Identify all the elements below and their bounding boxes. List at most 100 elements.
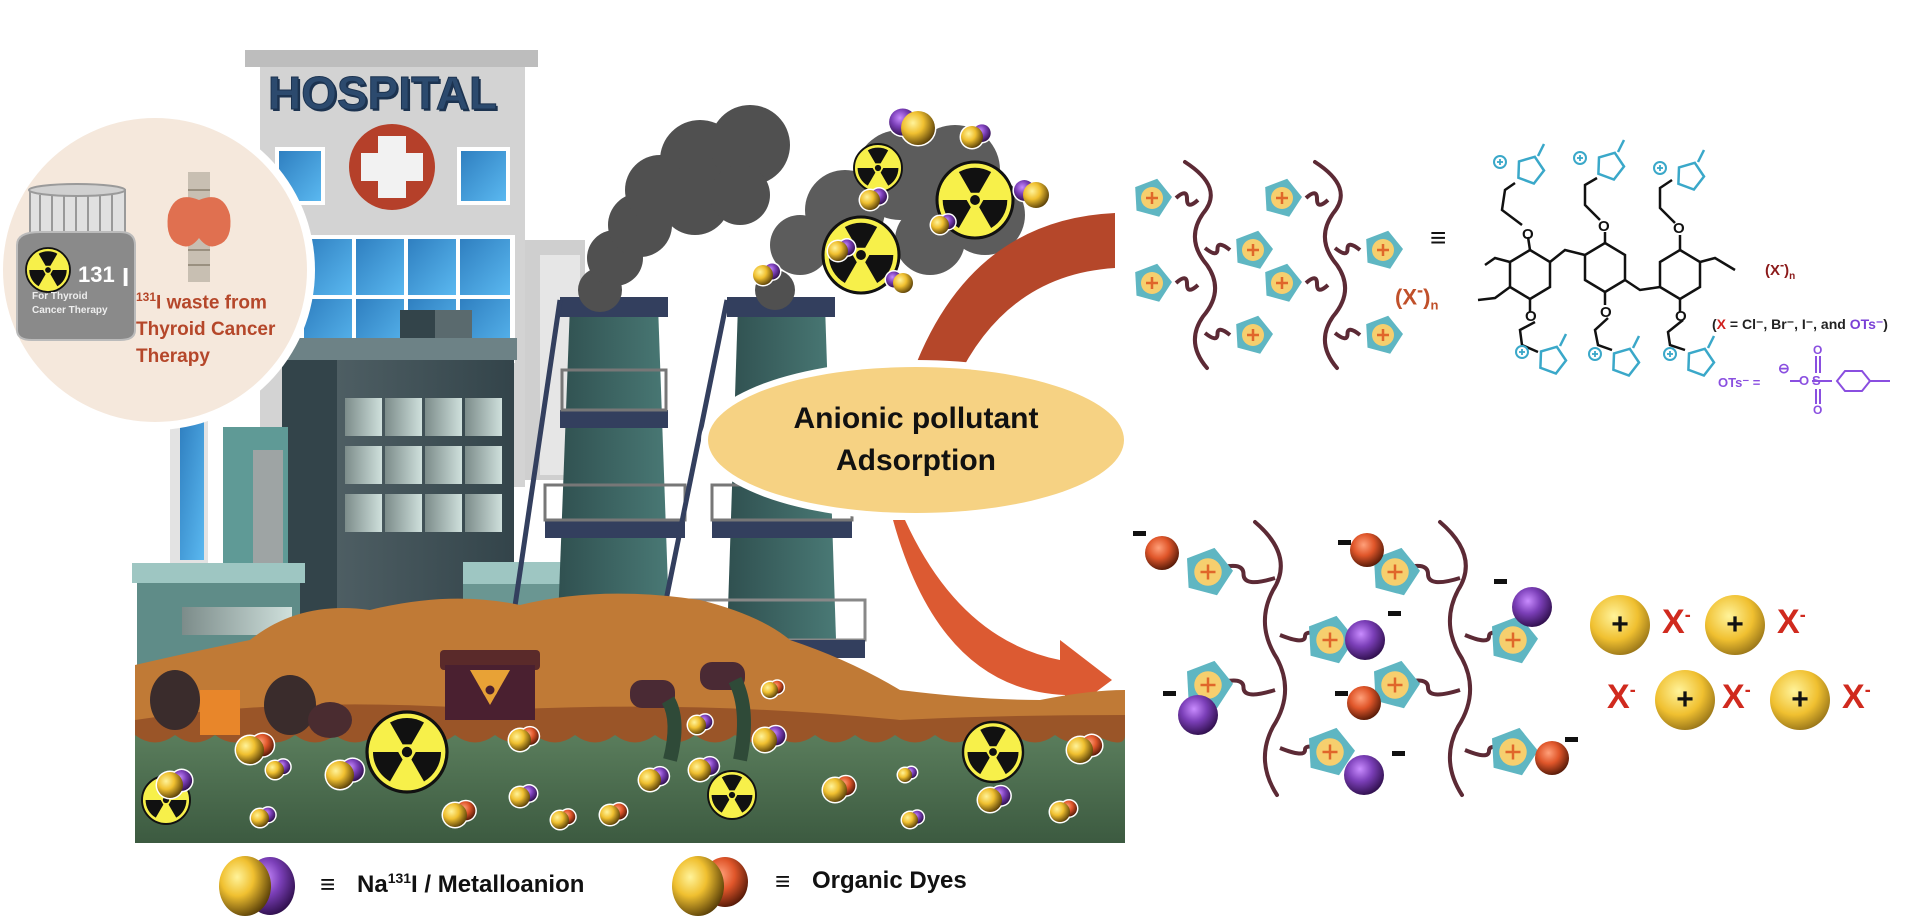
counterion-definition: (X = Cl⁻, Br⁻, I⁻, and OTs⁻) xyxy=(1712,316,1888,333)
tosylate-oxygen: O xyxy=(1799,373,1810,388)
polymer-side-chain xyxy=(1304,191,1330,207)
polymer-side-chain xyxy=(1174,276,1200,292)
radiation-icon xyxy=(961,720,1025,784)
counter-anion-label: X- xyxy=(1662,603,1691,641)
positive-charge-icon xyxy=(1588,347,1602,361)
tosylate-oxygen-bottom: O xyxy=(1813,403,1823,417)
imidazolium-cation-icon xyxy=(1309,727,1355,776)
legend-prefix: Na xyxy=(357,871,388,898)
tosylate-minus: ⊖ xyxy=(1778,360,1790,376)
radiation-symbols xyxy=(141,710,1025,825)
negative-charge-icon xyxy=(1392,751,1405,756)
polymer-backbone xyxy=(1313,160,1347,370)
ether-oxygen: O xyxy=(1675,308,1687,325)
legend-swatch-iodide xyxy=(219,856,295,916)
benzene-ring xyxy=(1583,241,1627,294)
imidazolium-cation-icon xyxy=(1236,230,1273,269)
imidazolium-cation-icon xyxy=(1374,660,1420,709)
dye-particle xyxy=(234,732,276,766)
imidazolium-cation-icon xyxy=(1366,230,1403,269)
pollutant-particles xyxy=(751,106,1051,295)
thyroid-gland-icon xyxy=(167,172,231,282)
iodide-particle xyxy=(900,809,926,830)
iodide-particle xyxy=(826,238,857,263)
legend-label-dyes: Organic Dyes xyxy=(812,867,967,894)
ether-oxygen: O xyxy=(1600,304,1612,321)
counterion-sup: - xyxy=(1780,258,1785,272)
iodide-particle xyxy=(249,806,277,829)
discharge-pipes xyxy=(630,662,751,762)
metalloanion xyxy=(1344,755,1384,795)
legend-suffix: I / Metalloanion xyxy=(411,871,585,898)
dye-anion xyxy=(1535,741,1569,775)
note-close: ) xyxy=(1883,316,1888,332)
imidazolium-cation-icon xyxy=(1374,547,1420,596)
benzene-ring xyxy=(1508,248,1552,301)
ether-oxygen: O xyxy=(1525,308,1537,325)
legend-equiv-2: ≡ xyxy=(775,866,791,896)
inset-caption: 131I waste from Thyroid Cancer Therapy xyxy=(136,284,275,370)
process-label-line2: Adsorption xyxy=(836,444,996,477)
iodide-particle xyxy=(858,187,889,212)
polymer-side-chain xyxy=(1203,327,1232,341)
dye-particle xyxy=(1048,799,1079,824)
cation-sphere: + xyxy=(1590,595,1650,655)
dye-particle xyxy=(1065,733,1104,765)
tosylate-sulfur: S xyxy=(1812,373,1821,388)
dye-particle xyxy=(598,802,629,827)
arrow-head xyxy=(893,520,1112,715)
imidazolium-groups xyxy=(1493,139,1716,377)
counter-anion-label: X- xyxy=(1607,678,1636,716)
process-arrow xyxy=(893,213,1115,715)
garbage-bag xyxy=(150,670,200,730)
iodide-particle xyxy=(687,755,721,783)
cation-sphere: + xyxy=(1770,670,1830,730)
note-x: X xyxy=(1716,316,1727,332)
metalloanion xyxy=(1512,587,1552,627)
imidazolium-cation-icon xyxy=(1135,178,1172,217)
imidazolium-ring xyxy=(1493,143,1546,185)
negative-charge-icon xyxy=(1388,611,1401,616)
ground-particles xyxy=(155,679,1104,831)
crate xyxy=(200,690,240,735)
note-open: ( xyxy=(1712,316,1717,332)
caption-line3: Therapy xyxy=(136,346,210,368)
cation-sphere: + xyxy=(1655,670,1715,730)
process-label-bubble xyxy=(708,367,1124,513)
imidazolium-cation-icon xyxy=(1309,615,1355,664)
polymer-backbone xyxy=(1183,160,1217,370)
counterion-sub: n xyxy=(1789,271,1796,282)
imidazolium-cation-icon xyxy=(1366,315,1403,354)
radiation-icon xyxy=(25,247,71,293)
process-label-line1: Anionic pollutant xyxy=(793,402,1039,435)
counterion-base: (X xyxy=(1765,262,1780,279)
tosylate-oxygen-top: O xyxy=(1813,343,1823,357)
vial-label-line2: Cancer Therapy xyxy=(32,305,108,316)
polymer-with-adsorbed-anions xyxy=(1133,520,1578,797)
legend-equiv-1: ≡ xyxy=(320,869,336,899)
polymer-side-chain xyxy=(1333,327,1362,341)
imidazolium-cation-icon xyxy=(1265,263,1302,302)
iodide-particle xyxy=(751,262,782,287)
equivalence-symbol: ≡ xyxy=(1430,222,1447,253)
legend-swatch-dye xyxy=(672,856,748,916)
positive-charge-icon xyxy=(1573,151,1587,165)
negative-charge-icon xyxy=(1133,531,1146,536)
polymer-side-chain xyxy=(1304,276,1330,292)
iodide-particle xyxy=(155,768,194,800)
metalloanion xyxy=(1178,695,1218,735)
vial-label-line1: For Thyroid xyxy=(32,291,88,302)
benzene-ring xyxy=(1658,248,1702,301)
ether-oxygen: O xyxy=(1673,220,1685,237)
negative-charge-icon xyxy=(1338,540,1351,545)
imidazolium-ring xyxy=(1663,335,1716,377)
garbage-bag xyxy=(308,702,352,738)
caption-line1: I waste from xyxy=(156,292,267,314)
hospital-sign: HOSPITAL xyxy=(267,67,498,120)
dye-anion xyxy=(1347,686,1381,720)
negative-charge-icon xyxy=(1565,737,1578,742)
dye-particle xyxy=(441,799,477,829)
iodide-particle xyxy=(508,784,539,809)
positive-charge-icon xyxy=(1493,155,1507,169)
note-ots: OTs⁻ xyxy=(1849,316,1884,332)
